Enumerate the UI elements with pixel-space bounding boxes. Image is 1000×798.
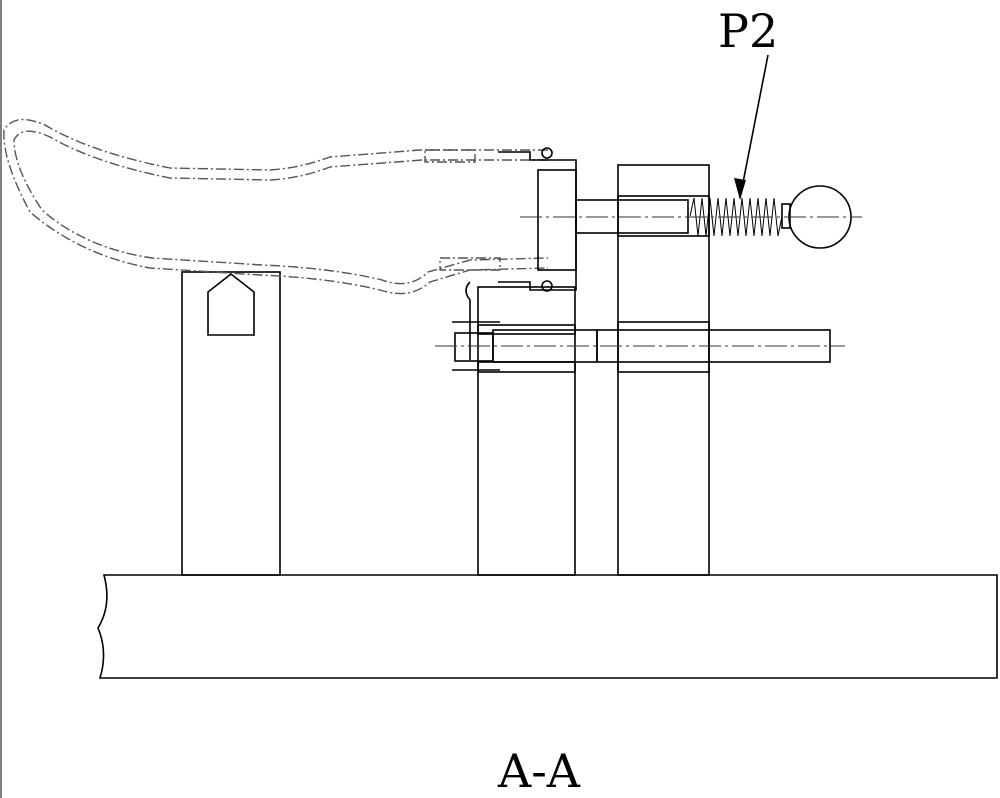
locating-pin <box>207 272 255 336</box>
pivot-upper <box>541 147 553 159</box>
p2-leader <box>734 54 769 200</box>
knurled-handle <box>596 329 831 363</box>
base-plate <box>97 574 998 679</box>
right-support-column <box>617 164 710 576</box>
workpiece-outline <box>3 118 549 295</box>
left-support-column <box>181 271 281 576</box>
plunger-rod <box>575 199 689 234</box>
plunger-assembly <box>520 185 862 249</box>
clamping-screw-assembly <box>435 321 845 371</box>
clamp-holder <box>465 147 577 360</box>
callout-p2: P2 <box>718 4 779 58</box>
section-title: A-A <box>498 744 580 798</box>
pivot-lower <box>541 280 553 292</box>
